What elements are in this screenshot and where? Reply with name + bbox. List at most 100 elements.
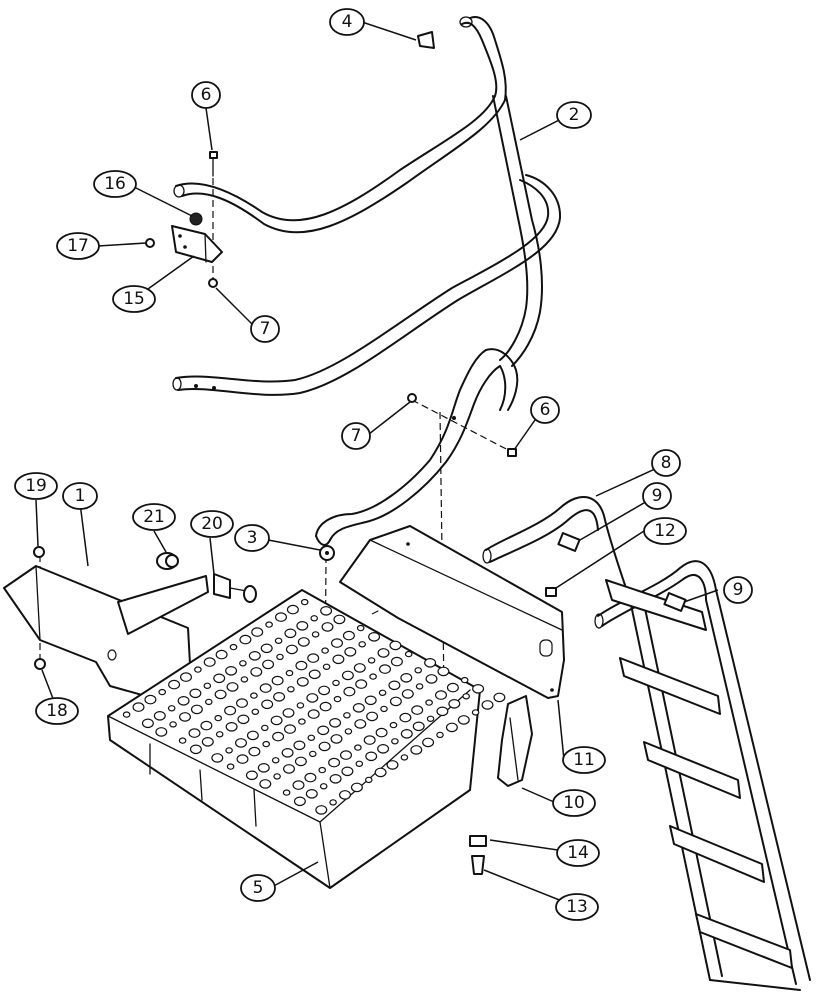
- grate-hole: [239, 634, 252, 645]
- grate-hole: [333, 695, 342, 703]
- grate-hole: [437, 666, 450, 677]
- grate-hole: [436, 706, 449, 717]
- grate-hole: [400, 754, 409, 761]
- grate-hole: [296, 620, 309, 631]
- grate-hole: [260, 643, 273, 654]
- grate-hole: [292, 780, 305, 790]
- grate-hole: [262, 740, 271, 748]
- grate-hole: [319, 701, 332, 712]
- grate-hole: [460, 676, 469, 684]
- grate-hole: [352, 702, 365, 713]
- callout-2: 2: [556, 101, 592, 129]
- grate-hole: [391, 738, 399, 745]
- grate-hole: [236, 698, 249, 708]
- grate-hole: [364, 776, 373, 784]
- grate-hole: [297, 637, 310, 647]
- grate-hole: [188, 728, 201, 738]
- grate-hole: [307, 709, 320, 719]
- callout-10: 10: [552, 789, 596, 817]
- callout-label: 7: [260, 319, 271, 339]
- callout-12: 12: [643, 517, 687, 545]
- grate-hole: [307, 653, 320, 663]
- grate-hole: [285, 669, 294, 677]
- grate-hole: [205, 698, 213, 706]
- callout-label: 9: [733, 580, 744, 600]
- grate-hole: [179, 712, 192, 722]
- grate-hole: [235, 738, 248, 748]
- grate-hole: [259, 779, 272, 789]
- grate-hole: [400, 728, 413, 739]
- callout-label: 16: [104, 174, 126, 194]
- upper-handrail: [173, 16, 543, 367]
- callout-9-lower: 9: [723, 576, 753, 604]
- grate-hole: [307, 734, 316, 742]
- grate-hole: [389, 696, 402, 707]
- grate-hole: [245, 770, 258, 781]
- grate-hole: [379, 664, 392, 674]
- callout-6-lower: 6: [530, 396, 560, 424]
- grate-hole: [284, 628, 297, 639]
- grate-hole: [412, 721, 425, 732]
- grate-hole: [344, 646, 357, 657]
- grate-hole: [285, 644, 298, 655]
- grate-hole: [295, 660, 308, 671]
- grate-hole: [329, 773, 342, 784]
- grate-hole: [224, 705, 237, 716]
- grate-hole: [462, 693, 471, 700]
- grate-hole: [310, 615, 319, 622]
- grate-hole: [248, 650, 261, 661]
- grate-hole: [448, 698, 461, 709]
- callout-label: 18: [46, 701, 68, 721]
- grate-hole: [122, 711, 131, 718]
- grate-hole: [153, 710, 166, 721]
- callout-label: 21: [143, 507, 165, 527]
- callout-label: 5: [253, 878, 264, 898]
- grate-hole: [344, 728, 353, 735]
- grate-hole: [355, 760, 364, 768]
- grate-hole: [400, 672, 413, 683]
- callout-label: 4: [342, 12, 353, 32]
- grate-hole: [320, 605, 333, 616]
- grate-hole: [236, 754, 249, 764]
- grate-hole: [390, 656, 403, 667]
- grate-hole: [414, 667, 423, 674]
- grate-hole: [366, 711, 379, 722]
- grate-hole: [240, 676, 249, 683]
- grate-hole: [472, 683, 485, 694]
- callout-label: 11: [573, 750, 595, 770]
- callout-20: 20: [190, 510, 234, 538]
- grate-hole: [368, 631, 381, 642]
- callout-21: 21: [132, 503, 176, 531]
- grate-hole: [275, 612, 288, 622]
- grate-hole: [304, 772, 317, 783]
- grate-hole: [426, 715, 435, 723]
- grate-hole: [377, 743, 390, 754]
- grate-hole: [341, 670, 354, 681]
- callout-label: 12: [654, 521, 676, 541]
- grate-hole: [168, 679, 181, 690]
- grate-hole: [248, 746, 261, 757]
- callout-9-upper: 9: [642, 482, 672, 510]
- callout-label: 6: [540, 400, 551, 420]
- grate-hole: [270, 715, 283, 726]
- grate-hole: [189, 744, 202, 755]
- grate-hole: [363, 735, 376, 745]
- grate-hole: [251, 627, 264, 637]
- grate-hole: [341, 766, 354, 777]
- grate-hole: [144, 694, 157, 705]
- callout-label: 8: [661, 453, 672, 473]
- callout-16: 16: [93, 170, 137, 198]
- grate-hole: [481, 700, 494, 710]
- grate-hole: [284, 724, 297, 734]
- grate-hole: [355, 679, 368, 689]
- grated-platform: [107, 589, 506, 889]
- grate-hole: [388, 680, 401, 691]
- callout-11: 11: [562, 746, 606, 774]
- grate-hole: [332, 679, 340, 687]
- callout-label: 3: [247, 528, 258, 548]
- grate-hole: [375, 727, 388, 738]
- grate-hole: [271, 675, 284, 686]
- grate-hole: [340, 750, 353, 760]
- grate-hole: [237, 714, 250, 725]
- grate-hole: [410, 745, 423, 755]
